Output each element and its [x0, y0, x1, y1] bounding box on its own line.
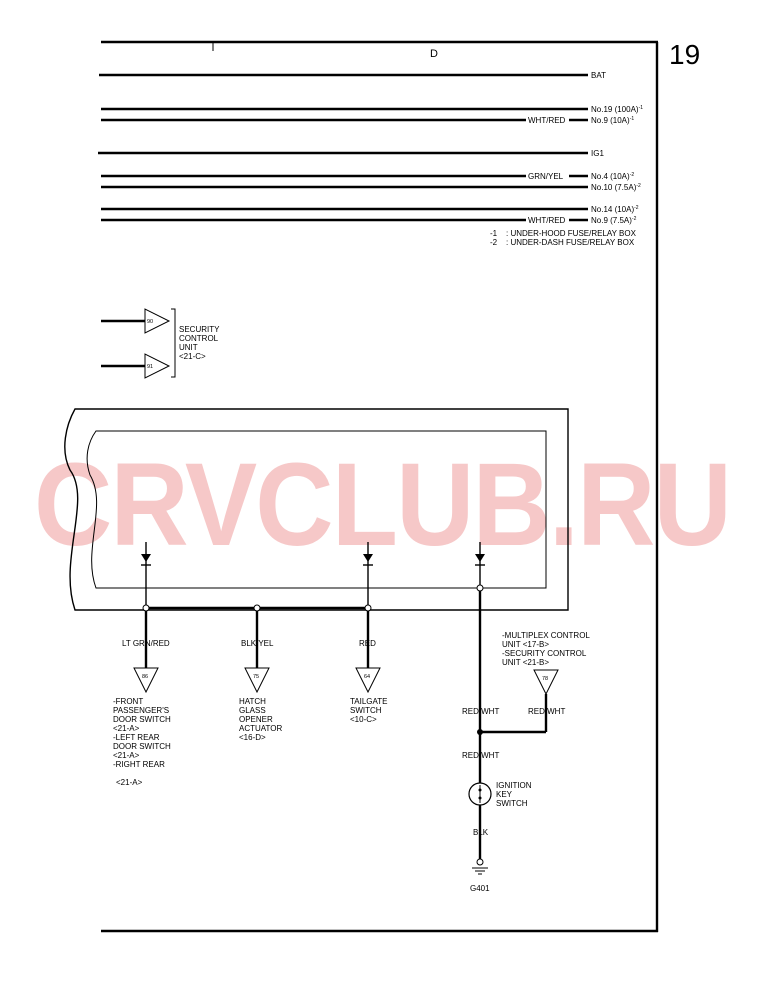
connector-64-icon: [355, 667, 381, 694]
multiplex-wire: RED/WHT: [528, 707, 565, 716]
rail-wire-no9b: WHT/RED: [528, 216, 566, 225]
branch-wire-1: LT GRN/RED: [122, 639, 170, 648]
component-housing: [64, 408, 569, 611]
svg-text:KEY: KEY: [496, 790, 513, 799]
svg-text:<21-A>: <21-A>: [116, 778, 143, 787]
diode-1-icon: [141, 554, 151, 562]
power-rails: [98, 73, 588, 222]
bracket: [171, 308, 176, 378]
svg-text:DOOR SWITCH: DOOR SWITCH: [113, 742, 171, 751]
svg-text:UNIT <17-B>: UNIT <17-B>: [502, 640, 549, 649]
branch-destination-2: HATCH GLASS OPENER ACTUATOR <16-D>: [239, 697, 282, 742]
svg-text:SWITCH: SWITCH: [350, 706, 382, 715]
rail-wire-no9a: WHT/RED: [528, 116, 566, 125]
svg-text:UNIT: UNIT: [179, 343, 198, 352]
legend-text-1: : UNDER-HOOD FUSE/RELAY BOX: [506, 229, 637, 238]
svg-text:PASSENGER'S: PASSENGER'S: [113, 706, 169, 715]
multiplex-unit-label: -MULTIPLEX CONTROL UNIT <17-B> -SECURITY…: [502, 631, 590, 667]
ground-label: G401: [470, 884, 490, 893]
svg-text:ACTUATOR: ACTUATOR: [239, 724, 282, 733]
security-unit-label: SECURITY CONTROL UNIT <21-C>: [179, 325, 220, 361]
svg-text:-MULTIPLEX CONTROL: -MULTIPLEX CONTROL: [502, 631, 590, 640]
connector-78: 78: [533, 669, 559, 696]
legend-text-2: : UNDER-DASH FUSE/RELAY BOX: [506, 238, 635, 247]
diode-2-icon: [363, 554, 373, 562]
connector-90-icon: [144, 308, 171, 334]
ignition-wiring: [476, 584, 548, 860]
watermark: CRVCLUB.RU: [34, 439, 730, 571]
rail-label-bat: BAT: [591, 71, 606, 80]
svg-text:-SECURITY CONTROL: -SECURITY CONTROL: [502, 649, 587, 658]
svg-text:TAILGATE: TAILGATE: [350, 697, 388, 706]
svg-text:CONTROL: CONTROL: [179, 334, 219, 343]
svg-text:<21-A>: <21-A>: [113, 724, 140, 733]
svg-text:78: 78: [542, 676, 548, 682]
svg-text:<16-D>: <16-D>: [239, 733, 266, 742]
connector-91-label: 91: [147, 364, 153, 370]
connector-90-label: 90: [147, 319, 153, 325]
ignition-switch-label: IGNITION KEY SWITCH: [496, 781, 532, 808]
branch-wire-3: RED: [359, 639, 376, 648]
branch-wire-2: BLK/YEL: [241, 639, 274, 648]
column-letter: D: [430, 48, 438, 60]
svg-text:UNIT <21-B>: UNIT <21-B>: [502, 658, 549, 667]
svg-text:DOOR SWITCH: DOOR SWITCH: [113, 715, 171, 724]
ground-icon: [472, 858, 488, 875]
fuse-box-legend: -1 : UNDER-HOOD FUSE/RELAY BOX -2 : UNDE…: [490, 229, 637, 247]
svg-text:SWITCH: SWITCH: [496, 799, 528, 808]
svg-text:GLASS: GLASS: [239, 706, 266, 715]
connector-75-icon: [244, 667, 270, 694]
page-frame: [101, 40, 659, 933]
svg-text:<21-A>: <21-A>: [113, 751, 140, 760]
rail-label-no9a: No.9 (10A)-1: [591, 116, 634, 125]
rail-label-no9b: No.9 (7.5A)-2: [591, 216, 637, 225]
rail-wire-no4: GRN/YEL: [528, 172, 564, 181]
page-number: 19: [669, 39, 700, 70]
security-unit-connectors: 90 91: [101, 308, 176, 379]
connector-86-icon: [133, 667, 159, 694]
internal-diodes: [141, 542, 485, 608]
connector-78-icon: [533, 669, 559, 696]
svg-text:IGNITION: IGNITION: [496, 781, 532, 790]
branch-destination-3: TAILGATE SWITCH <10-C>: [350, 697, 388, 724]
svg-text:<10-C>: <10-C>: [350, 715, 377, 724]
svg-text:OPENER: OPENER: [239, 715, 273, 724]
branch-destination-1: -FRONT PASSENGER'S DOOR SWITCH <21-A> -L…: [113, 697, 171, 787]
legend-key-1: -1: [490, 229, 498, 238]
rail-label-ig1: IG1: [591, 149, 604, 158]
ignition-key-switch-icon: [468, 782, 492, 806]
rail-label-no14: No.14 (10A)-2: [591, 205, 639, 214]
output-bus: [142, 604, 372, 668]
svg-text:<21-C>: <21-C>: [179, 352, 206, 361]
diode-3-icon: [475, 554, 485, 562]
legend-key-2: -2: [490, 238, 498, 247]
svg-text:86: 86: [142, 674, 148, 680]
svg-text:-RIGHT REAR: -RIGHT REAR: [113, 760, 165, 769]
svg-text:-FRONT: -FRONT: [113, 697, 143, 706]
branch-connectors: 86 75 64: [133, 667, 381, 694]
rail-label-no10: No.10 (7.5A)-2: [591, 183, 641, 192]
svg-text:HATCH: HATCH: [239, 697, 266, 706]
svg-text:-LEFT REAR: -LEFT REAR: [113, 733, 160, 742]
rail-label-no19: No.19 (100A)-1: [591, 105, 643, 114]
ignition-wire-upper: RED/WHT: [462, 707, 499, 716]
ignition-wire-joined: RED/WHT: [462, 751, 499, 760]
svg-text:75: 75: [253, 674, 259, 680]
rail-label-no4: No.4 (10A)-2: [591, 172, 634, 181]
ground-wire-label: BLK: [473, 828, 489, 837]
connector-91-icon: [144, 353, 171, 379]
svg-text:SECURITY: SECURITY: [179, 325, 220, 334]
svg-text:64: 64: [364, 674, 370, 680]
